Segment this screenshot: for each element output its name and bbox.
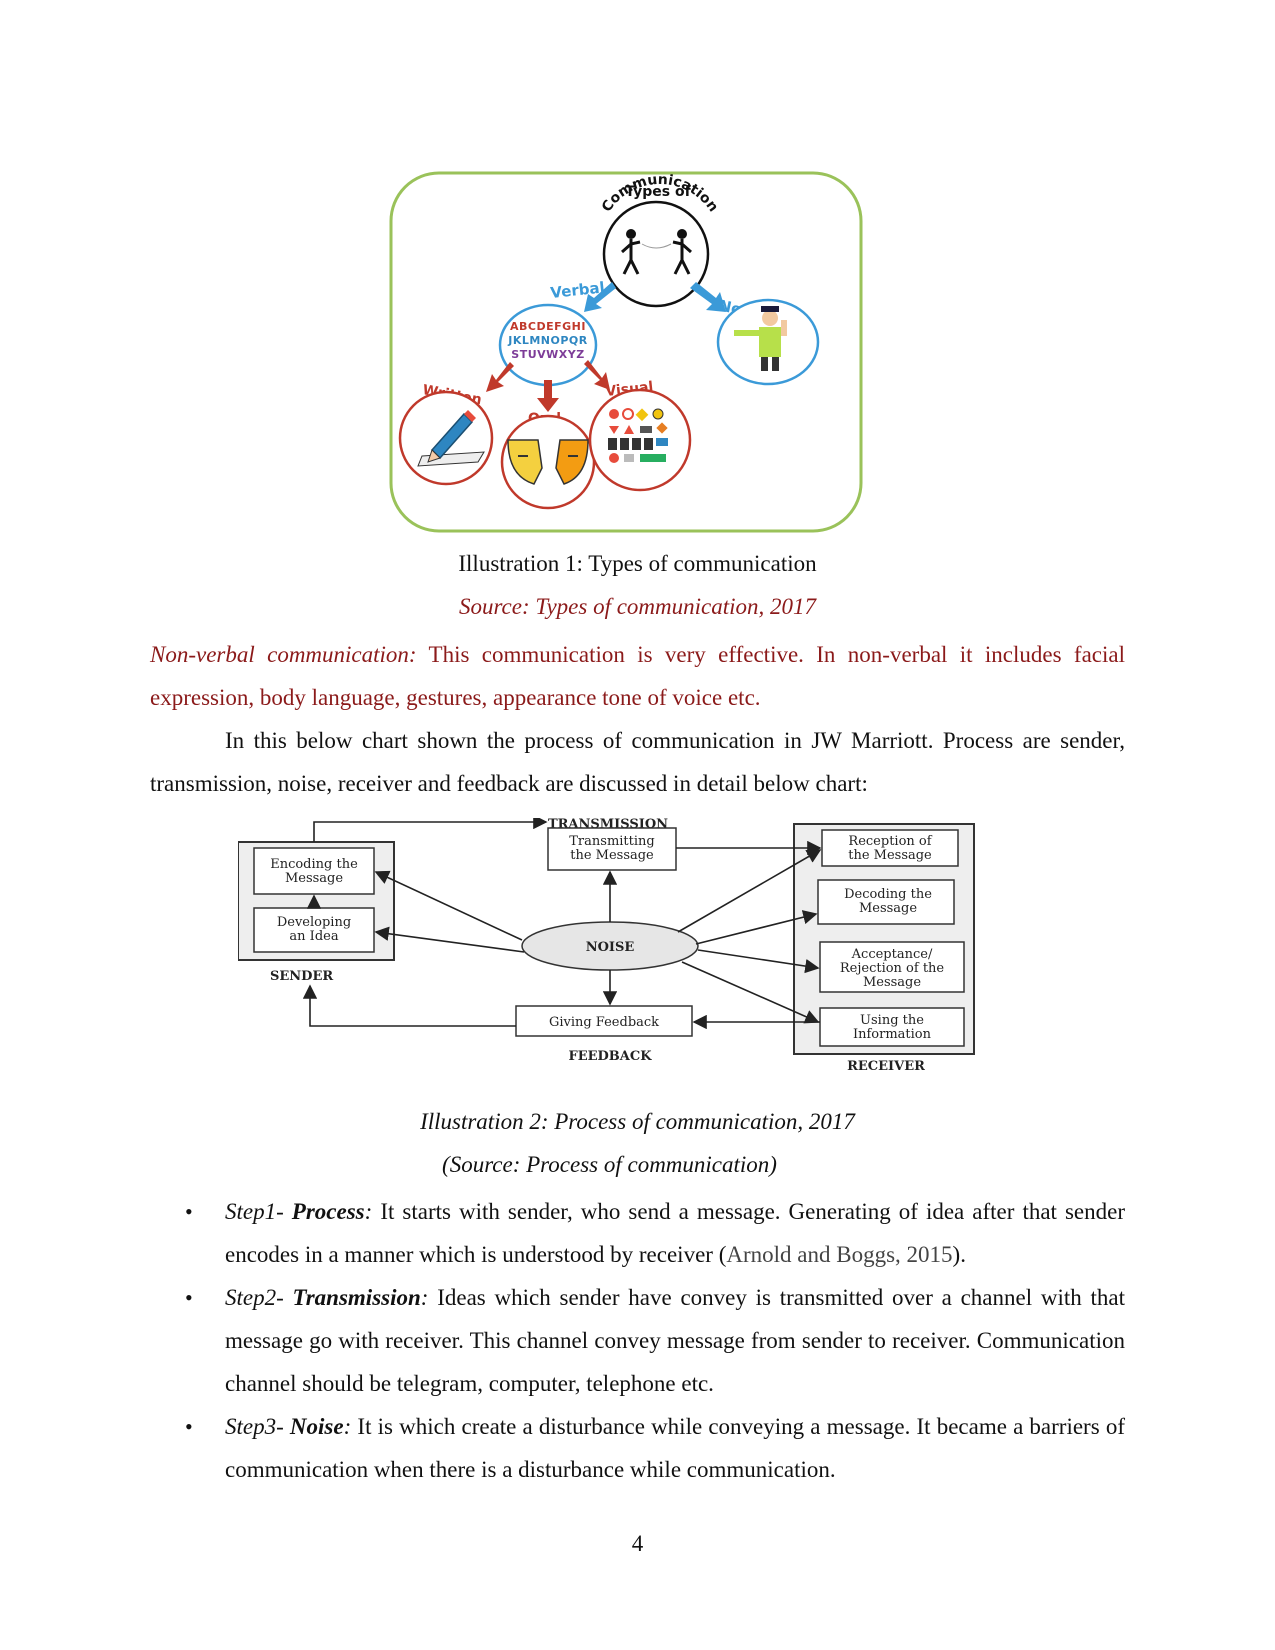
decoding-line2: Message [859, 901, 917, 916]
non-verbal-paragraph: Non-verbal communication: This communica… [150, 633, 1125, 719]
illustration-1-caption: Illustration 1: Types of communication [458, 551, 817, 576]
illustration-2-source-text: (Source: Process of communication) [442, 1152, 777, 1177]
svg-text:JKLMNOPQR: JKLMNOPQR [507, 334, 588, 347]
noise-label: NOISE [586, 940, 635, 955]
pencil-writing-icon [417, 410, 485, 467]
reception-line2: the Message [848, 848, 932, 863]
process-of-communication-diagram: Encoding the Message Developing an Idea … [238, 818, 975, 1074]
transmitting-line1: Transmitting [569, 834, 654, 849]
types-of-communication-illustration: Types of Communication Verbal ABCDEFGHI … [389, 171, 863, 533]
step-text: Ideas which sender have convey is transm… [225, 1285, 1125, 1396]
developing-line2: an Idea [289, 929, 338, 944]
non-verbal-arrow [690, 282, 726, 312]
step-text: It starts with sender, who send a messag… [225, 1199, 1125, 1267]
talking-people-icon [621, 229, 692, 275]
list-item: • Step1- Process: It starts with sender, … [150, 1190, 1125, 1276]
citation: Arnold and Boggs, 2015 [726, 1242, 953, 1267]
decoding-box [817, 879, 955, 925]
list-item: • Step2- Transmission: Ideas which sender… [150, 1276, 1125, 1405]
center-circle [602, 200, 710, 308]
svg-text:STUVWXYZ: STUVWXYZ [511, 348, 584, 361]
visual-arrow [584, 360, 610, 390]
verbal-label: Verbal [550, 278, 606, 302]
receiver-label: RECEIVER [847, 1059, 925, 1074]
bullet-icon: • [185, 1199, 193, 1224]
step-text: It is which create a disturbance while c… [225, 1414, 1125, 1482]
sender-label: SENDER [270, 969, 333, 984]
step-keyword: Transmission [292, 1285, 421, 1310]
process-paragraph: In this below chart shown the process of… [150, 719, 1125, 805]
fig1-title-line1: Types of [625, 184, 691, 200]
using-box [819, 1007, 965, 1047]
step-label: Step1- [225, 1199, 292, 1224]
step-colon: : [420, 1285, 429, 1310]
verbal-arrow [584, 282, 616, 312]
encoding-line2: Message [285, 871, 343, 886]
feedback-box [515, 1005, 693, 1037]
illustration-2-caption: Illustration 2: Process of communication… [420, 1109, 855, 1134]
svg-text:ABCDEFGHI: ABCDEFGHI [510, 320, 586, 333]
non-verbal-text: This communication is very effective. In… [150, 642, 1125, 710]
signs-symbols-icon [608, 408, 668, 463]
acceptance-line2: Rejection of the [840, 961, 945, 976]
illustration-1-source: Source: Types of communication, 2017 [458, 594, 817, 619]
step-label: Step3- [225, 1414, 290, 1439]
encoding-box [253, 847, 375, 895]
process-paragraph-text: In this below chart shown the process of… [150, 728, 1125, 796]
step-keyword: Noise [289, 1414, 344, 1439]
decoding-line1: Decoding the [844, 887, 932, 902]
using-line1: Using the [860, 1013, 924, 1028]
traffic-police-icon [734, 306, 787, 371]
reception-box [821, 829, 959, 867]
step-label: Step2- [225, 1285, 293, 1310]
alphabet-icon: ABCDEFGHI JKLMNOPQR STUVWXYZ [507, 320, 588, 361]
transmitting-line2: the Message [570, 848, 654, 863]
transmitting-box [547, 827, 677, 871]
feedback-box-label: Giving Feedback [549, 1015, 659, 1030]
bullet-icon: • [185, 1414, 193, 1439]
step-keyword: Process [291, 1199, 365, 1224]
reception-line1: Reception of [848, 834, 932, 849]
page-number: 4 [631, 1531, 644, 1556]
step-colon: : [343, 1414, 352, 1439]
using-line2: Information [853, 1027, 932, 1042]
non-verbal-term: Non-verbal communication: [150, 642, 417, 667]
feedback-label: FEEDBACK [568, 1049, 652, 1064]
steps-list: • Step1- Process: It starts with sender, … [150, 1190, 1125, 1491]
acceptance-box [819, 941, 965, 993]
developing-line1: Developing [277, 915, 351, 930]
oral-arrow [537, 380, 559, 412]
list-item: • Step3- Noise: It is which create a dist… [150, 1405, 1125, 1491]
encoding-line1: Encoding the [270, 857, 358, 872]
acceptance-line3: Message [863, 975, 921, 990]
diagram-connectors [302, 818, 822, 1030]
illustration-2-source: (Source: Process of communication) [0, 1152, 1275, 1178]
acceptance-line1: Acceptance/ [851, 947, 933, 962]
step-colon: : [364, 1199, 373, 1224]
written-arrow [486, 362, 514, 392]
bullet-icon: • [185, 1285, 193, 1310]
step-tail: ). [952, 1242, 966, 1267]
talking-faces-icon [507, 439, 589, 485]
